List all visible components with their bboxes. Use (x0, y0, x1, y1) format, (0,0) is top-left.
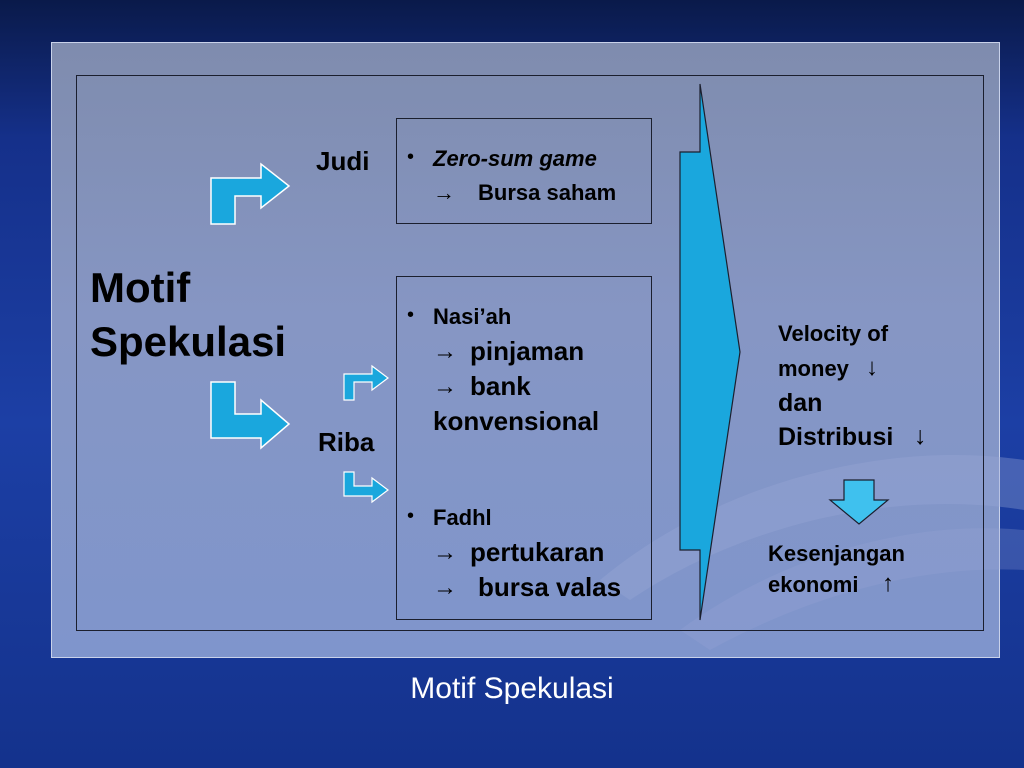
diagram-panel (51, 42, 1000, 658)
judi-bullet: • (407, 146, 415, 168)
riba-box (396, 276, 652, 620)
down-arrow-glyph-2: ↓ (914, 422, 927, 450)
result-line4: Distribusi (778, 423, 894, 451)
bent-arrow-up-right-icon (210, 162, 291, 225)
large-chevron-arrow-icon (679, 83, 741, 621)
outcome-line1: Kesenjangan (768, 541, 905, 566)
fadhl-arrow-glyph-1: → (433, 539, 457, 566)
nasiah-title: Nasi’ah (433, 304, 512, 329)
bent-arrow-down-right-icon (210, 381, 291, 450)
nasiah-line3: konvensional (433, 406, 600, 436)
main-label-line2: Spekulasi (90, 318, 287, 365)
riba-label: Riba (318, 427, 375, 457)
down-arrow-glyph-1: ↓ (866, 354, 878, 381)
outcome-line2: ekonomi (768, 572, 859, 597)
judi-sub: Bursa saham (478, 180, 617, 205)
fadhl-line1: pertukaran (470, 537, 605, 567)
judi-arrow-glyph: → (433, 180, 455, 205)
nasiah-arrow-glyph-2: → (433, 373, 457, 400)
judi-item: Zero-sum game (433, 146, 597, 171)
main-label-line1: Motif (90, 264, 191, 311)
judi-label: Judi (316, 146, 370, 176)
fadhl-arrow-glyph-2: → (433, 574, 457, 601)
small-arrow-up-right-icon (343, 364, 389, 401)
decorative-swoosh (600, 455, 1024, 650)
diagram-frame (76, 75, 984, 631)
slide-caption: Motif Spekulasi (410, 672, 614, 705)
small-arrow-down-right-icon (343, 471, 389, 504)
result-line3: dan (778, 389, 823, 417)
judi-box (396, 118, 652, 224)
block-down-arrow-icon (828, 479, 890, 525)
fadhl-bullet: • (407, 505, 415, 527)
fadhl-title: Fadhl (433, 505, 492, 530)
nasiah-line2: bank (470, 371, 531, 401)
up-arrow-glyph: ↑ (882, 570, 894, 597)
result-line1: Velocity of (778, 321, 889, 346)
fadhl-line2: bursa valas (478, 572, 622, 602)
nasiah-bullet: • (407, 304, 415, 326)
nasiah-arrow-glyph-1: → (433, 338, 457, 365)
nasiah-line1: pinjaman (470, 336, 585, 366)
result-line2: money (778, 356, 849, 381)
